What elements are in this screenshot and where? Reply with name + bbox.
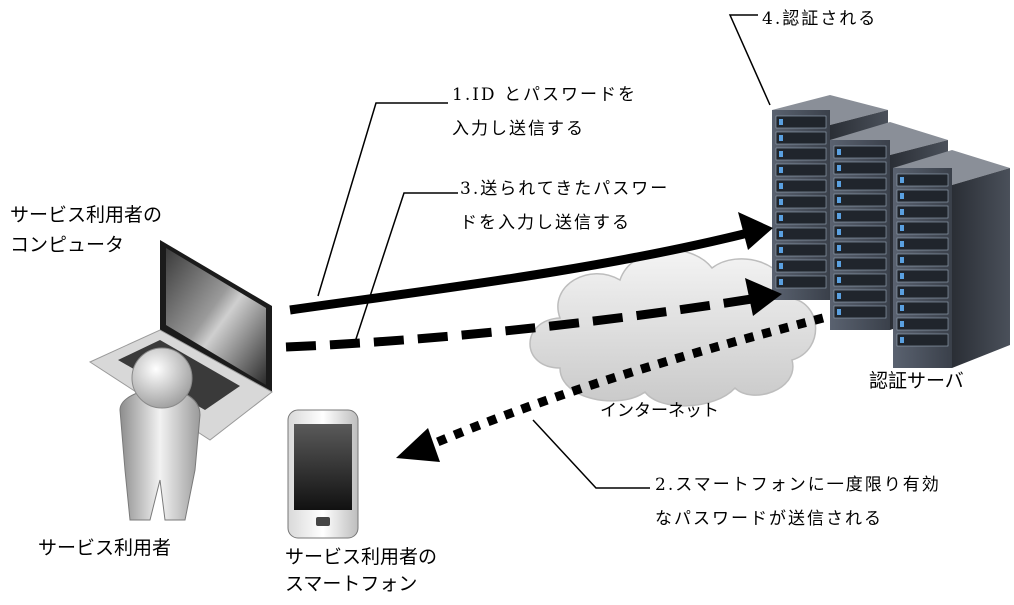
step3-text: 3.送られてきたパスワー ドを入力し送信する [460, 179, 670, 233]
drive-led [900, 225, 904, 231]
drive-bay [896, 333, 949, 347]
drive-led [779, 167, 783, 173]
drive-led [900, 193, 904, 199]
drive-bay [775, 163, 827, 177]
drive-led [900, 209, 904, 215]
user-figure-icon [119, 347, 201, 521]
drive-led [837, 245, 841, 251]
drive-led [837, 213, 841, 219]
drive-bay [833, 225, 887, 239]
step3-dashed-arrow [285, 278, 782, 352]
drive-bay [775, 275, 827, 289]
drive-bay [896, 221, 949, 235]
drive-led [900, 241, 904, 247]
internet-label: インターネット [600, 401, 719, 421]
auth-server-icon [772, 95, 1010, 368]
step2-callout-line [532, 419, 650, 489]
drive-bay [775, 243, 827, 257]
auth-server-label: 認証サーバ [869, 370, 964, 392]
drive-led [900, 273, 904, 279]
drive-led [837, 197, 841, 203]
drive-bay [833, 193, 887, 207]
drive-led [779, 151, 783, 157]
drive-led [837, 149, 841, 155]
step4-text: 4.認証される [762, 9, 878, 29]
drive-led [900, 321, 904, 327]
drive-led [900, 257, 904, 263]
drive-bay [833, 209, 887, 223]
step3-callout-line [354, 192, 458, 343]
drive-led [900, 305, 904, 311]
drive-bay [775, 115, 827, 129]
drive-led [779, 231, 783, 237]
drive-bay [775, 227, 827, 241]
drive-bay [775, 259, 827, 273]
drive-led [900, 337, 904, 343]
drive-led [837, 261, 841, 267]
drive-bay [833, 145, 887, 159]
step2-text: 2.スマートフォンに一度限り有効 なパスワードが送信される [655, 475, 941, 529]
drive-bay [896, 189, 949, 203]
step2-dotted-arrow [396, 313, 825, 462]
drive-bay [896, 317, 949, 331]
callout-lines [317, 14, 771, 489]
drive-bay [896, 285, 949, 299]
drive-led [779, 199, 783, 205]
drive-bay [775, 195, 827, 209]
drive-bay [833, 161, 887, 175]
smartphone-icon [287, 409, 359, 539]
user-label: サービス利用者 [38, 537, 172, 559]
drive-led [900, 177, 904, 183]
drive-bay [833, 305, 887, 319]
drive-bay [896, 269, 949, 283]
drive-led [779, 119, 783, 125]
drive-bay [896, 237, 949, 251]
drive-bay [775, 211, 827, 225]
drive-led [779, 215, 783, 221]
step1-solid-arrow [289, 212, 773, 315]
drive-led [779, 135, 783, 141]
drive-bay [896, 205, 949, 219]
drive-bay [833, 273, 887, 287]
drive-led [779, 183, 783, 189]
user-phone-label: サービス利用者の スマートフォン [285, 546, 438, 595]
drive-bay [833, 177, 887, 191]
drive-led [837, 181, 841, 187]
drive-led [837, 277, 841, 283]
drive-bay [775, 179, 827, 193]
user-computer-label: サービス利用者の コンピュータ [10, 204, 163, 256]
drive-led [779, 263, 783, 269]
drive-bay [775, 131, 827, 145]
step4-callout-line [728, 14, 771, 106]
drive-led [779, 279, 783, 285]
drive-bay [775, 147, 827, 161]
drive-bay [833, 241, 887, 255]
drive-led [837, 293, 841, 299]
drive-led [837, 309, 841, 315]
drive-led [779, 247, 783, 253]
drive-bay [896, 173, 949, 187]
step1-callout-line [317, 102, 448, 297]
drive-led [900, 289, 904, 295]
step1-text: 1.ID とパスワードを 入力し送信する [452, 85, 637, 139]
drive-bay [833, 289, 887, 303]
drive-bay [833, 257, 887, 271]
drive-bay [896, 301, 949, 315]
drive-bay [896, 253, 949, 267]
drive-led [837, 229, 841, 235]
drive-led [837, 165, 841, 171]
